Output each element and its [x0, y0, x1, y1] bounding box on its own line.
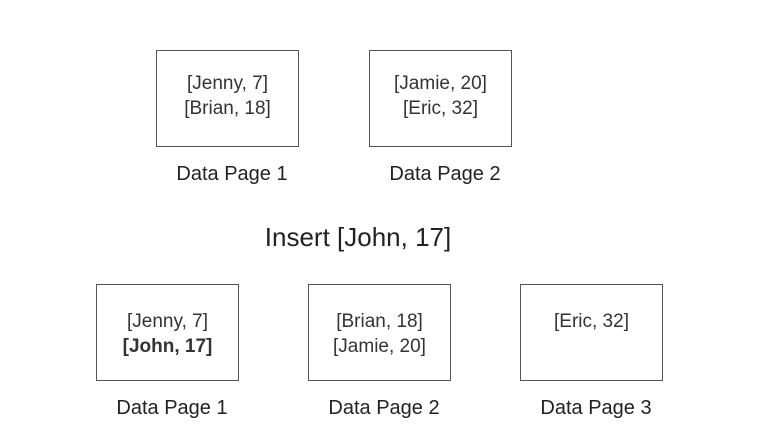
- record: [Jenny, 7]: [127, 311, 208, 332]
- record: [Jenny, 7]: [187, 73, 268, 94]
- before-data-page-2-caption: Data Page 2: [389, 163, 501, 185]
- after-data-page-2-caption: Data Page 2: [328, 397, 440, 419]
- record: [Brian, 18]: [336, 311, 423, 332]
- after-data-page-3-box: [Eric, 32]: [520, 284, 663, 381]
- record: [Brian, 18]: [184, 98, 271, 119]
- record: [Eric, 32]: [554, 311, 629, 332]
- insert-operation-label: Insert [John, 17]: [264, 222, 452, 252]
- before-data-page-1-caption: Data Page 1: [176, 163, 288, 185]
- after-data-page-1-caption: Data Page 1: [116, 397, 228, 419]
- before-data-page-2-box: [Jamie, 20] [Eric, 32]: [369, 50, 512, 147]
- record: [Eric, 32]: [403, 98, 478, 119]
- after-data-page-2-box: [Brian, 18] [Jamie, 20]: [308, 284, 451, 381]
- record: [Jamie, 20]: [333, 336, 426, 357]
- after-data-page-1-box: [Jenny, 7] [John, 17]: [96, 284, 239, 381]
- before-data-page-1-box: [Jenny, 7] [Brian, 18]: [156, 50, 299, 147]
- after-data-page-3-caption: Data Page 3: [540, 397, 652, 419]
- record: [Jamie, 20]: [394, 73, 487, 94]
- inserted-record: [John, 17]: [122, 336, 213, 357]
